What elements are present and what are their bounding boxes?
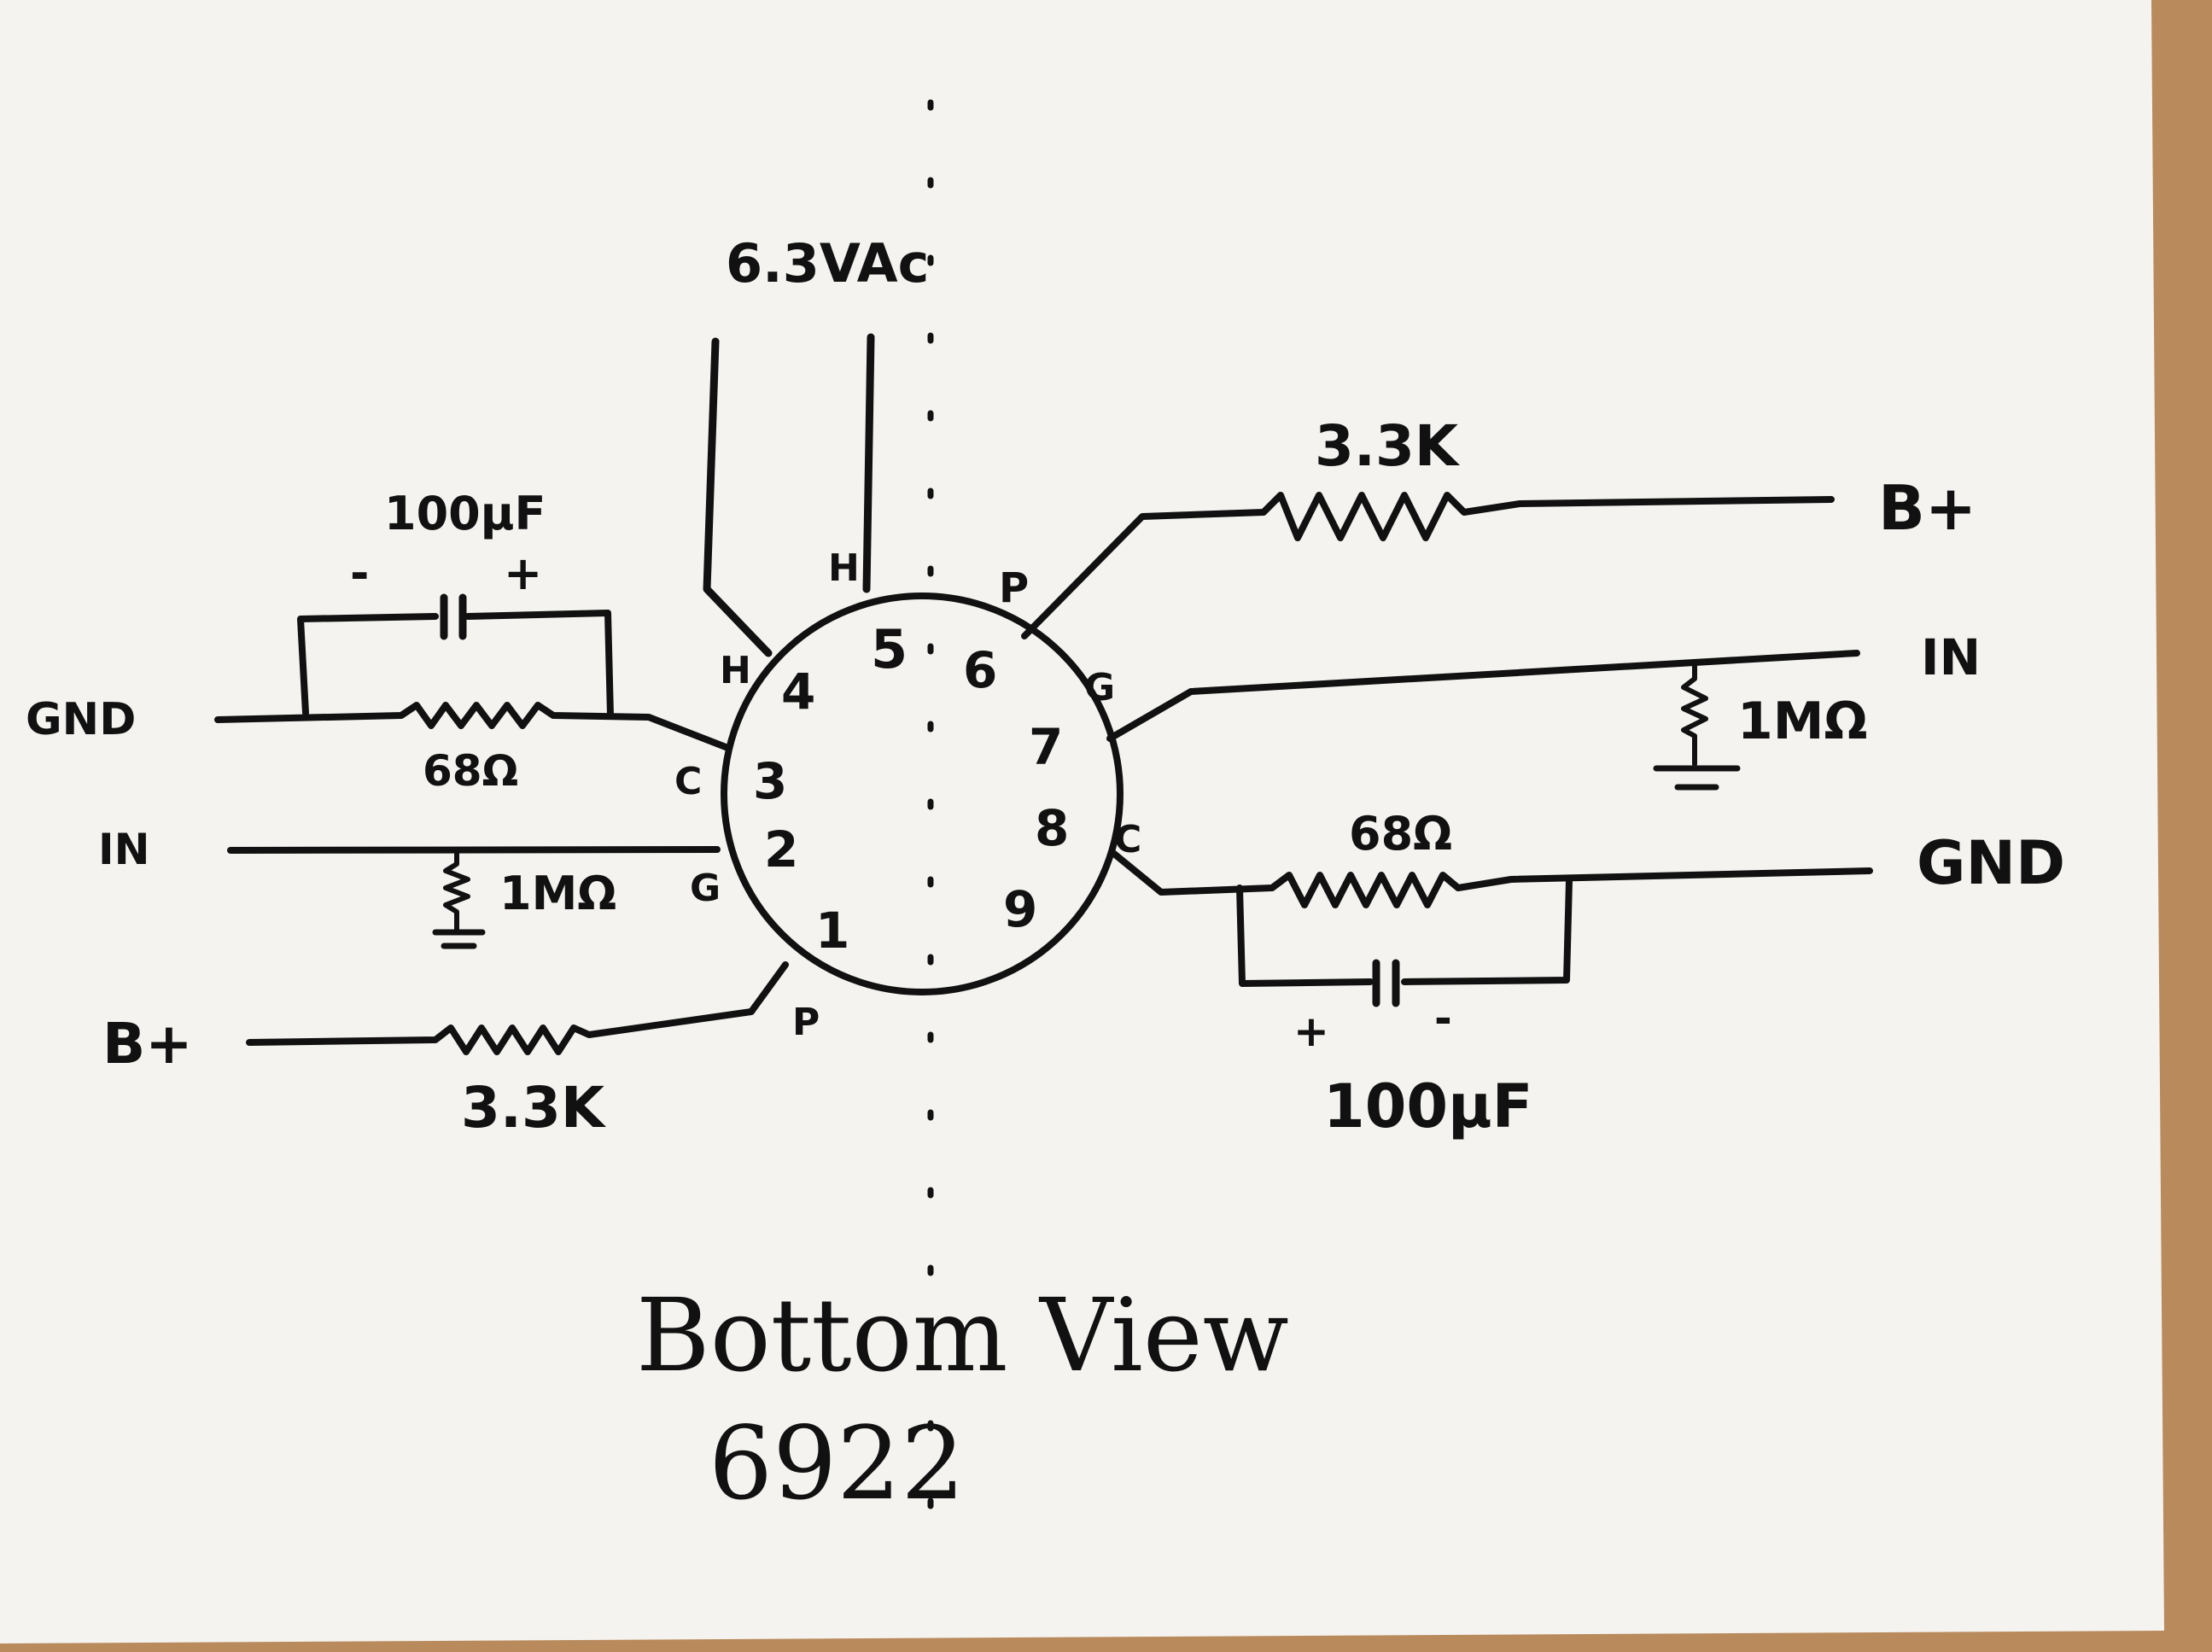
pin-number-3: 3 xyxy=(753,752,787,810)
left-plate-wire xyxy=(246,961,789,1055)
left-heater-pin-role: H xyxy=(720,649,751,692)
left-cap-plus: + xyxy=(504,546,542,600)
left-cap-loop-2 xyxy=(464,610,614,719)
right-cathode-role: C xyxy=(1114,818,1141,861)
right-cap-plus: + xyxy=(1293,1007,1329,1056)
left-grid-role: G xyxy=(690,867,721,910)
left-cap-value: 100μF xyxy=(384,487,546,540)
pin-number-4: 4 xyxy=(781,663,815,721)
pin-number-8: 8 xyxy=(1035,799,1069,857)
right-grid-wire xyxy=(1106,650,1860,742)
paper-sheet xyxy=(0,0,2164,1643)
left-cathode-role: C xyxy=(674,760,702,803)
tube-socket-circle xyxy=(721,593,1124,995)
left-grid-resistor xyxy=(443,848,470,933)
left-cap-minus: - xyxy=(350,546,369,600)
left-cap-loop xyxy=(297,613,439,716)
right-cap-value: 100μF xyxy=(1323,1071,1532,1141)
caption-tube-type: 6922 xyxy=(709,1404,965,1522)
heater-pin-label-top: H xyxy=(828,546,860,590)
left-input-label: IN xyxy=(98,825,149,874)
right-plate-wire xyxy=(1021,492,1835,639)
left-grid-wire xyxy=(227,846,721,854)
right-supply-label: B+ xyxy=(1878,472,1976,544)
right-grid-resistor xyxy=(1681,659,1708,767)
heater-lead-1 xyxy=(703,337,773,657)
right-cap-minus: - xyxy=(1434,994,1452,1043)
right-input-label: IN xyxy=(1921,628,1981,686)
right-gnd-label: GND xyxy=(1917,828,2065,898)
pin-number-6: 6 xyxy=(963,641,997,699)
pin-number-7: 7 xyxy=(1029,718,1063,776)
right-cap-loop xyxy=(1236,884,1374,987)
right-cathode-resistor-value: 68Ω xyxy=(1349,807,1452,861)
right-cathode-wire xyxy=(1111,850,1873,908)
left-cathode-resistor-value: 68Ω xyxy=(423,746,518,796)
pin-number-9: 9 xyxy=(1003,880,1037,938)
right-cap-loop-2 xyxy=(1401,878,1573,985)
right-grid-resistor-value: 1MΩ xyxy=(1737,692,1867,751)
left-cathode-wire xyxy=(214,702,729,750)
pin-number-2: 2 xyxy=(764,820,798,879)
caption-bottom-view: Bottom View xyxy=(636,1276,1289,1394)
right-plate-role: P xyxy=(999,564,1029,612)
heater-lead-2 xyxy=(862,333,875,593)
right-plate-resistor-value: 3.3K xyxy=(1315,413,1461,479)
pin-number-5: 5 xyxy=(871,618,908,680)
left-grid-resistor-value: 1MΩ xyxy=(499,867,616,920)
left-supply-label: B+ xyxy=(102,1011,193,1077)
left-gnd-label: GND xyxy=(26,694,136,745)
left-plate-resistor-value: 3.3K xyxy=(461,1075,607,1141)
pin-number-1: 1 xyxy=(815,902,849,960)
left-plate-role: P xyxy=(792,1001,820,1044)
heater-supply-label: 6.3VAc xyxy=(726,232,929,295)
right-grid-role: G xyxy=(1084,666,1115,709)
